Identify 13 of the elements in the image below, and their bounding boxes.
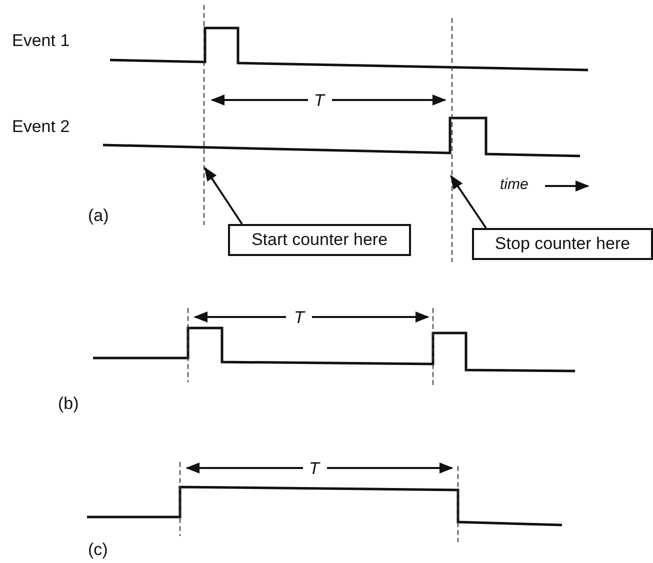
signal-label: Event 1 [12, 32, 70, 49]
panel-label: (c) [88, 541, 108, 558]
callout-box: Stop counter here [472, 228, 653, 260]
period-label: T [314, 92, 324, 109]
signal-label: Event 2 [12, 118, 70, 135]
axis-label: time [500, 177, 528, 192]
panel-label: (a) [88, 207, 109, 224]
period-label: T [294, 309, 304, 326]
leader-line [450, 174, 487, 229]
leader-line [204, 166, 243, 225]
panel-label: (b) [58, 395, 79, 412]
period-label: T [309, 460, 320, 477]
callout-box: Start counter here [228, 224, 411, 256]
